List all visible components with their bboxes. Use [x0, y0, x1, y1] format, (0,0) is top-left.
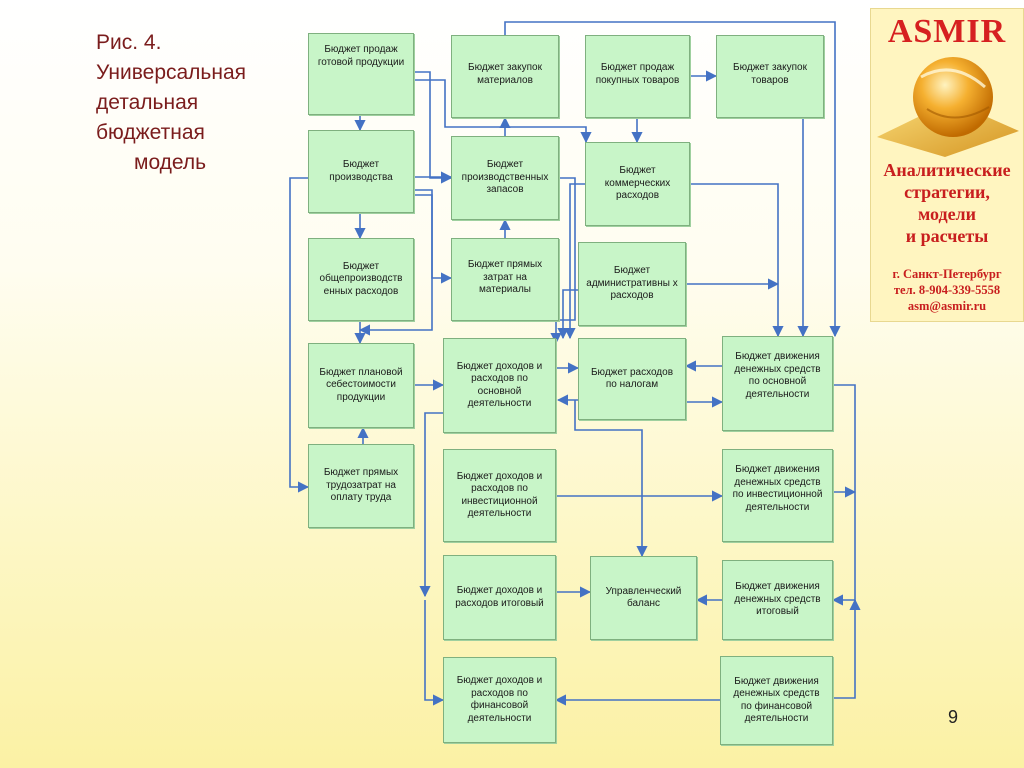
arrow-cf-financial-to-total [833, 598, 861, 699]
node-cf-financial: Бюджет движения денежных средств по фина… [720, 656, 833, 745]
caption-line-1: Рис. 4. [96, 31, 162, 54]
figure-caption: Рис. 4. Универсальная детальная бюджетна… [96, 28, 246, 178]
node-sales-purchased: Бюджет продаж покупных товаров [585, 35, 690, 118]
logo-contacts: г. Санкт-Петербург тел. 8-904-339-5558 a… [892, 267, 1002, 313]
node-purchases-goods: Бюджет закупок товаров [716, 35, 824, 118]
node-overhead: Бюджет общепроизводств енных расходов [308, 238, 414, 321]
node-sales-finished: Бюджет продаж готовой продукции [308, 33, 414, 115]
node-production: Бюджет производства [308, 130, 414, 213]
node-cf-operating: Бюджет движения денежных средств по осно… [722, 336, 833, 431]
node-purchases-materials: Бюджет закупок материалов [451, 35, 559, 118]
node-tax-expenses: Бюджет расходов по налогам [578, 338, 686, 420]
arrow-cf-operating-to-total [831, 384, 856, 606]
node-cf-investment: Бюджет движения денежных средств по инве… [722, 449, 833, 542]
node-pl-total: Бюджет доходов и расходов итоговый [443, 555, 556, 640]
arrow-commercial-to-cf [690, 183, 784, 338]
node-production-stock: Бюджет производственных запасов [451, 136, 559, 220]
node-pl-operating: Бюджет доходов и расходов по основной де… [443, 338, 556, 433]
arrow-pl-to-pl-financial [424, 600, 445, 706]
caption-line-5: модель [134, 151, 207, 174]
node-mgmt-balance: Управленческий баланс [590, 556, 697, 640]
arrow-admin-to-pl [557, 289, 578, 340]
page-number: 9 [948, 707, 959, 727]
node-commercial-expenses: Бюджет коммерческих расходов [585, 142, 690, 226]
caption-line-4: бюджетная [96, 121, 205, 144]
arrow-sales-to-stock [414, 71, 453, 184]
asmir-logo: ASMIR Аналитические стратегии, модели и … [870, 8, 1024, 322]
arrow-pl-to-pl-total [419, 412, 443, 598]
node-admin-expenses: Бюджет административны х расходов [578, 242, 686, 326]
logo-brand: ASMIR [887, 13, 1007, 50]
node-pl-investment: Бюджет доходов и расходов по инвестицион… [443, 449, 556, 542]
node-pl-financial: Бюджет доходов и расходов по финансовой … [443, 657, 556, 743]
node-cf-total: Бюджет движения денежных средств итоговы… [722, 560, 833, 640]
node-planned-cost: Бюджет плановой себестоимости продукции [308, 343, 414, 428]
caption-line-3: детальная [96, 91, 199, 114]
arrow-production-to-labor [289, 177, 310, 493]
sphere-icon [877, 57, 1019, 157]
arrow-production-to-direct-materials [414, 189, 453, 284]
node-direct-labor: Бюджет прямых трудозатрат на оплату труд… [308, 444, 414, 528]
node-direct-materials: Бюджет прямых затрат на материалы [451, 238, 559, 321]
logo-tagline: Аналитические стратегии, модели и расчет… [883, 160, 1011, 246]
caption-line-2: Универсальная [96, 61, 247, 84]
arrow-tax-to-balance [574, 400, 648, 558]
